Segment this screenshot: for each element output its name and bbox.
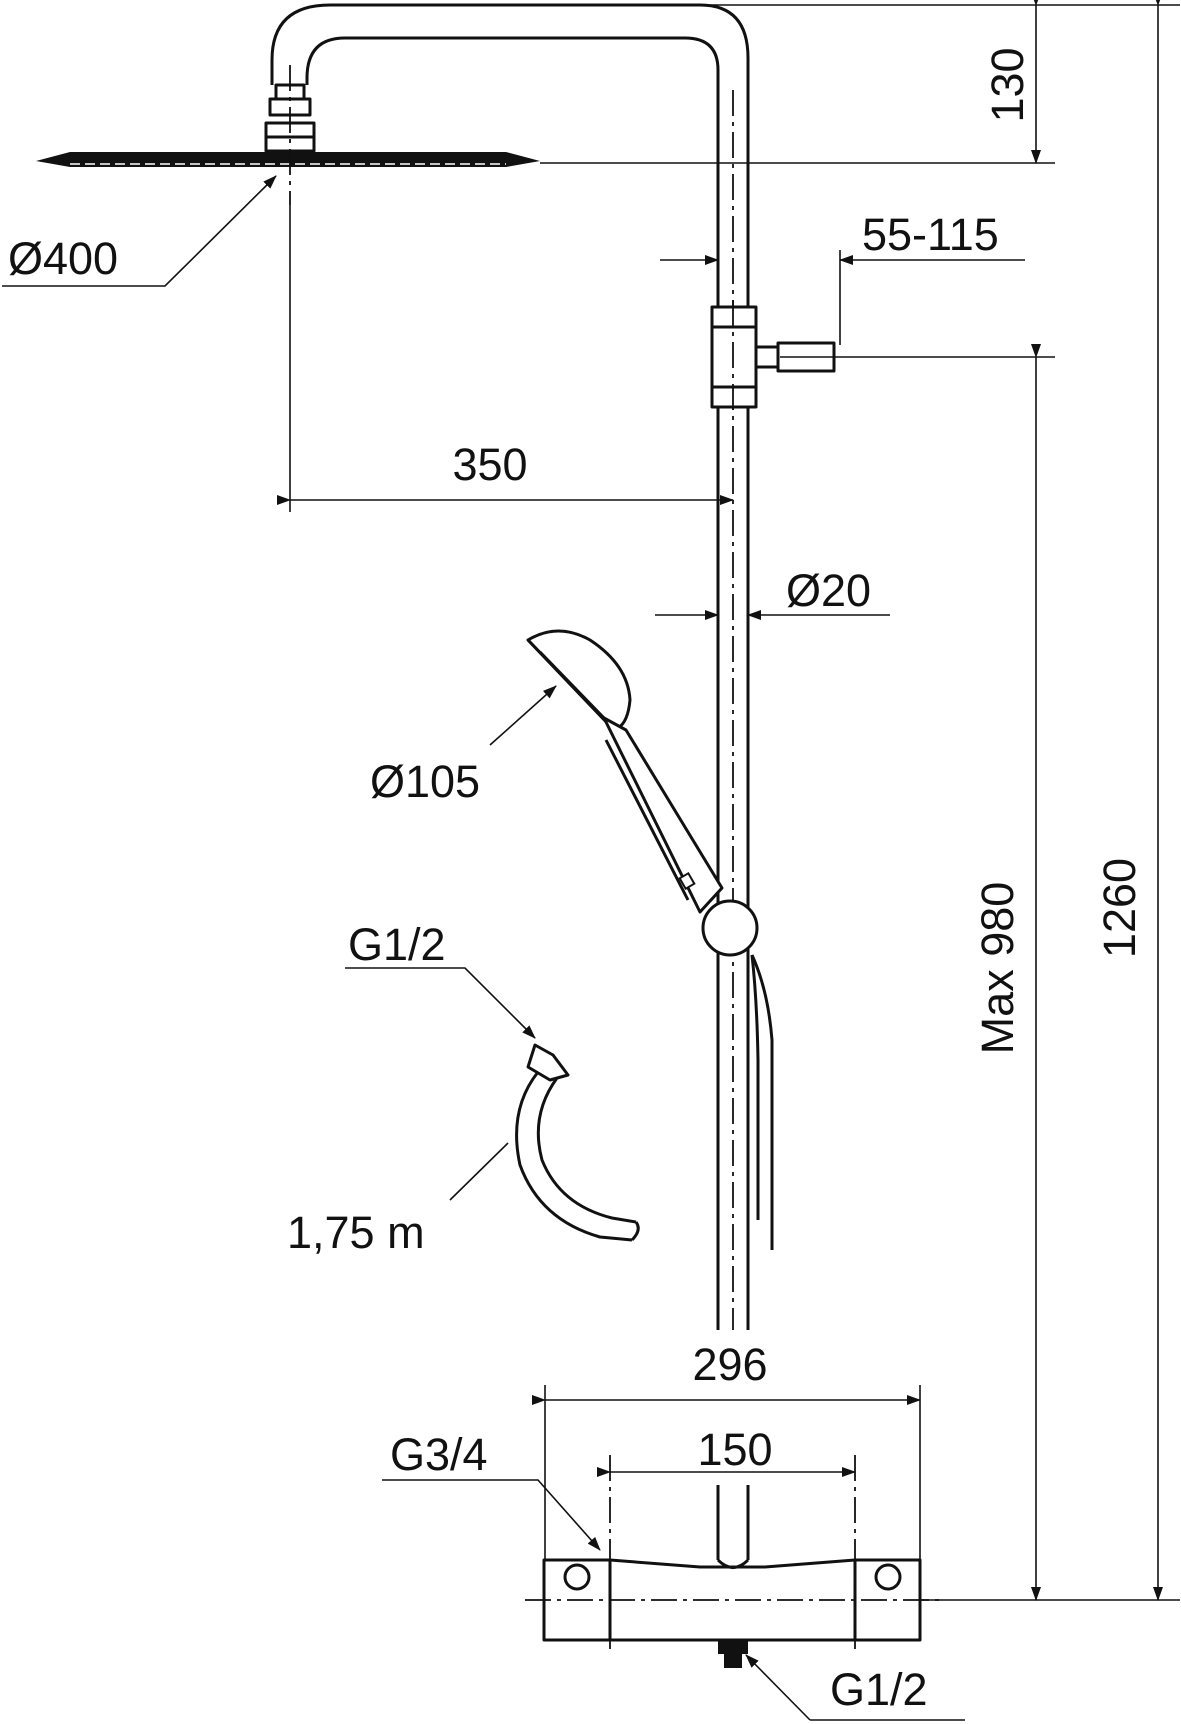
leader-lines <box>2 175 965 1721</box>
dimension-lines <box>277 0 1163 1601</box>
hand-shower <box>526 629 759 957</box>
label-arm-height: 130 <box>982 47 1033 122</box>
label-pipe-diameter: Ø20 <box>786 565 871 616</box>
label-mixer-width: 296 <box>692 1339 767 1390</box>
label-head-diameter: Ø400 <box>8 233 118 284</box>
label-hand-shower-diameter: Ø105 <box>370 756 480 807</box>
label-arm-reach: 350 <box>452 439 527 490</box>
label-total-height: 1260 <box>1094 858 1145 958</box>
label-inlet-thread: G3/4 <box>390 1429 488 1480</box>
label-inlet-centres: 150 <box>697 1424 772 1475</box>
hose <box>515 1043 640 1242</box>
label-hose-connection: G1/2 <box>348 919 446 970</box>
extension-lines <box>289 4 1180 1601</box>
labels: Ø400 130 55-115 350 Ø20 Ø105 G1/2 1,75 m… <box>8 47 1145 1715</box>
rail-hose <box>750 954 774 1250</box>
shower-arm <box>270 3 750 1330</box>
label-outlet-thread: G1/2 <box>830 1664 928 1715</box>
label-wall-bracket: 55-115 <box>862 209 999 260</box>
label-hose-length: 1,75 m <box>287 1207 425 1258</box>
mixer-body <box>525 1455 940 1668</box>
shower-head <box>36 65 540 205</box>
label-max-height: Max 980 <box>972 882 1023 1055</box>
